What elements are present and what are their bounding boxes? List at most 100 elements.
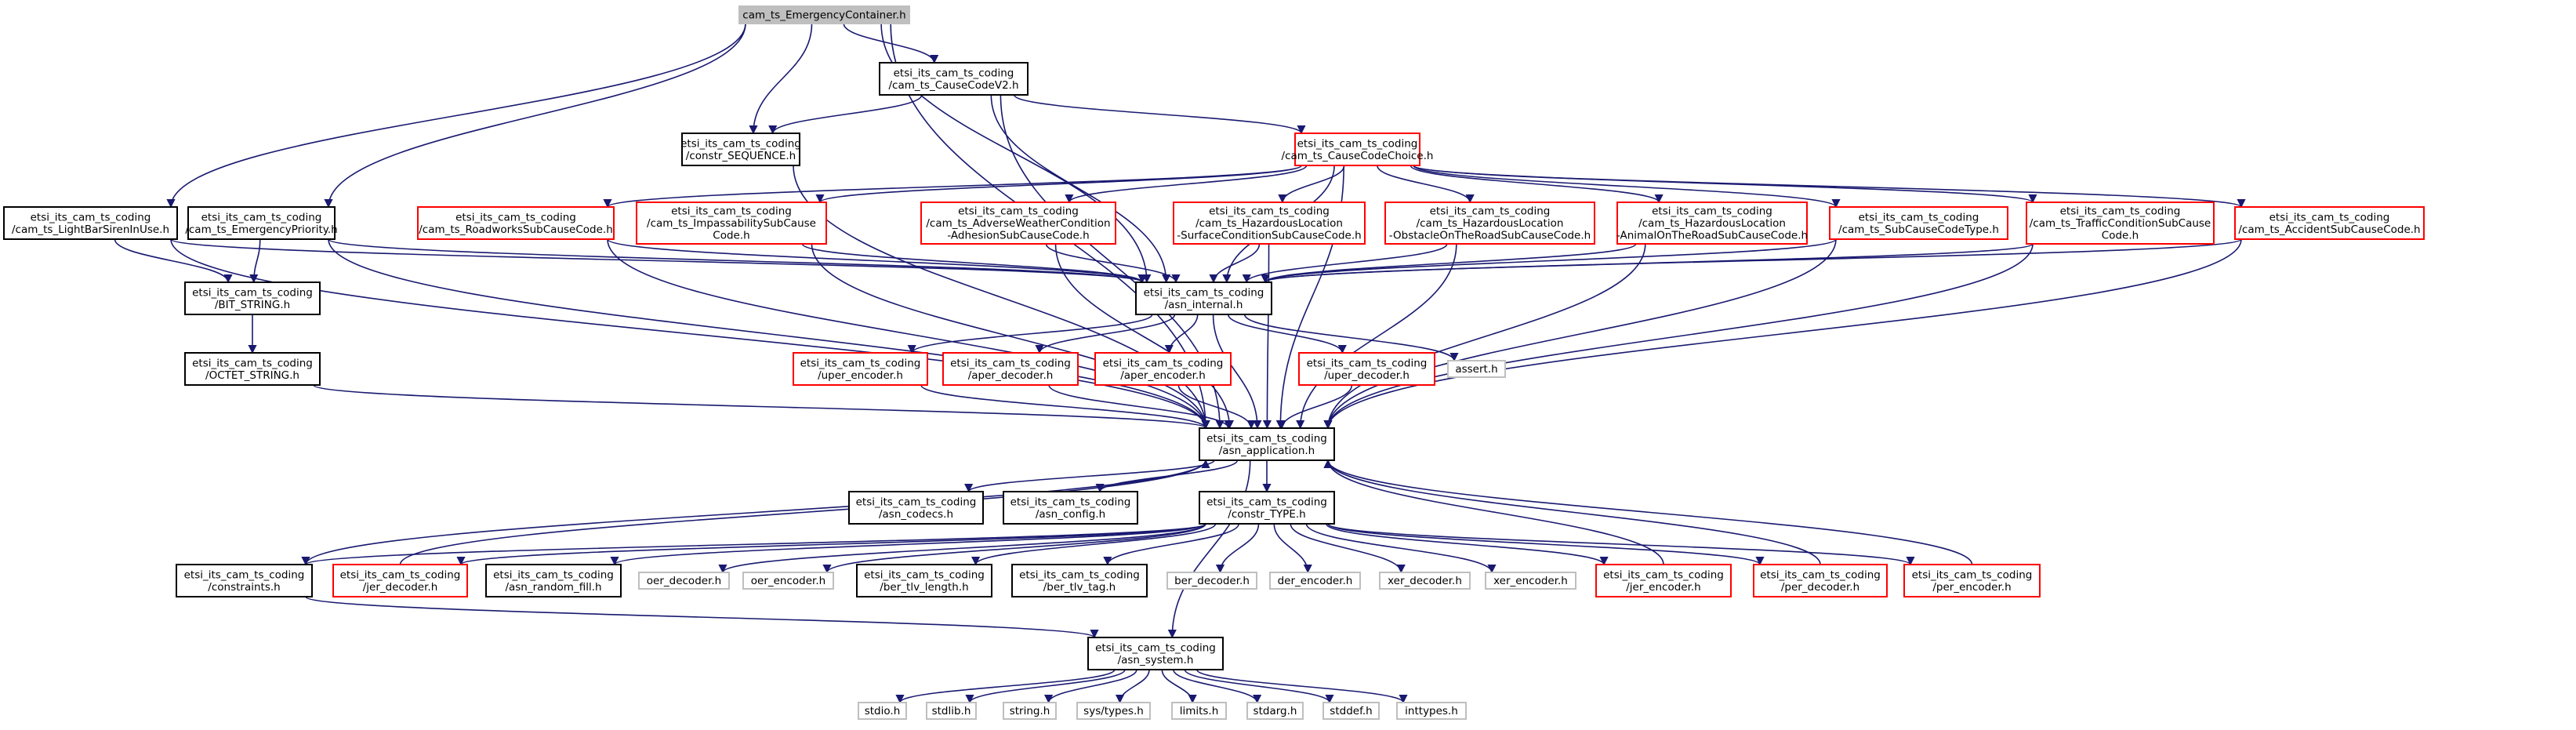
- node-asn-codecs[interactable]: etsi_its_cam_ts_coding/asn_codecs.h: [848, 491, 984, 525]
- node-box: [742, 572, 834, 590]
- node-box: [176, 564, 313, 597]
- edge-constr-type-to-ber-tlv-tag: [1103, 523, 1239, 566]
- node-asn-system[interactable]: etsi_its_cam_ts_coding/asn_system.h: [1087, 637, 1224, 670]
- node-label-line: inttypes.h: [1405, 705, 1458, 717]
- edge-lightbar-to-bit-string: [114, 238, 233, 284]
- node-label-line: /uper_decoder.h: [1324, 369, 1410, 382]
- edge-emergencypriority-to-bit-string: [249, 238, 261, 284]
- node-jer-decoder[interactable]: etsi_its_cam_ts_coding/jer_decoder.h: [332, 564, 468, 597]
- node-box: [942, 352, 1079, 386]
- edge-path: [1323, 243, 1646, 430]
- edge-path: [1184, 669, 1334, 704]
- node-hazanimal[interactable]: etsi_its_cam_ts_coding/cam_ts_HazardousL…: [1616, 202, 1808, 245]
- edge-hazsurface-to-asn-application: [1262, 243, 1272, 430]
- edge-constr-type-to-per-encoder: [1327, 523, 1915, 566]
- node-label-line: /ber_tlv_tag.h: [1043, 581, 1116, 594]
- edge-path: [1103, 523, 1239, 566]
- edge-constr-type-to-xer-encoder: [1305, 523, 1497, 574]
- node-bit-string[interactable]: etsi_its_cam_ts_coding/BIT_STRING.h: [184, 281, 321, 315]
- node-label-line: /per_decoder.h: [1781, 581, 1859, 594]
- node-label-line: stddef.h: [1330, 705, 1372, 717]
- node-causecodev2[interactable]: etsi_its_cam_ts_coding/cam_ts_CauseCodeV…: [879, 62, 1029, 96]
- node-label-line: etsi_its_cam_ts_coding: [2060, 205, 2181, 218]
- edge-path: [822, 523, 1206, 574]
- node-hazobstacle[interactable]: etsi_its_cam_ts_coding/cam_ts_HazardousL…: [1384, 202, 1595, 245]
- edge-causecodechoice-to-roadworks: [603, 165, 1302, 209]
- node-asn-config[interactable]: etsi_its_cam_ts_coding/asn_config.h: [1003, 491, 1138, 525]
- edge-constr-type-to-der-encoder: [1273, 523, 1312, 574]
- node-lightbar[interactable]: etsi_its_cam_ts_coding/cam_ts_LightBarSi…: [3, 206, 178, 240]
- edge-asn-system-to-stdlib: [965, 669, 1126, 704]
- node-aper-encoder[interactable]: etsi_its_cam_ts_coding/aper_encoder.h: [1094, 352, 1232, 386]
- node-jer-encoder[interactable]: etsi_its_cam_ts_coding/jer_encoder.h: [1595, 564, 1732, 597]
- node-ber-tlv-length[interactable]: etsi_its_cam_ts_coding/ber_tlv_length.h: [856, 564, 992, 597]
- node-subcausecodetype[interactable]: etsi_its_cam_ts_coding/cam_ts_SubCauseCo…: [1829, 206, 2008, 240]
- edge-path: [1196, 669, 1408, 704]
- node-traffic[interactable]: etsi_its_cam_ts_coding/cam_ts_TrafficCon…: [2026, 202, 2215, 245]
- node-per-encoder[interactable]: etsi_its_cam_ts_coding/per_encoder.h: [1903, 564, 2041, 597]
- edge-path: [166, 23, 746, 209]
- edge-path: [305, 596, 1099, 639]
- edge-path: [1013, 94, 1306, 135]
- node-label-line: assert.h: [1455, 363, 1497, 376]
- node-box: [1003, 702, 1057, 720]
- node-label-line: -SurfaceConditionSubCauseCode.h: [1177, 230, 1361, 242]
- node-box: [184, 281, 321, 315]
- node-per-decoder[interactable]: etsi_its_cam_ts_coding/per_decoder.h: [1753, 564, 1888, 597]
- node-box: [485, 564, 622, 597]
- edge-path: [1323, 243, 2034, 430]
- node-asn-random-fill[interactable]: etsi_its_cam_ts_coding/asn_random_fill.h: [485, 564, 622, 597]
- node-emergencypriority[interactable]: etsi_its_cam_ts_coding/cam_ts_EmergencyP…: [185, 206, 338, 240]
- edge-constr-type-to-constraints: [301, 523, 1206, 566]
- edge-jer-decoder-to-asn-application: [399, 459, 1210, 565]
- edge-asn-application-to-asn-system: [1167, 459, 1251, 639]
- edge-path: [328, 238, 1210, 430]
- node-label-line: etsi_its_cam_ts_coding: [680, 137, 801, 150]
- node-label-line: /cam_ts_ImpassabilitySubCause: [647, 217, 816, 230]
- edge-asn-internal-to-aper-decoder: [1035, 314, 1176, 354]
- node-hazsurface[interactable]: etsi_its_cam_ts_coding/cam_ts_HazardousL…: [1173, 202, 1366, 245]
- edge-causecodechoice-to-hazanimal: [1410, 165, 1664, 204]
- node-xer-encoder: xer_encoder.h: [1485, 572, 1576, 590]
- edge-constr-type-to-jer-decoder: [456, 523, 1206, 566]
- edge-asn-system-to-stddef: [1184, 669, 1334, 704]
- edge-path: [328, 238, 1147, 284]
- node-label-line: etsi_its_cam_ts_coding: [2269, 211, 2390, 223]
- node-ber-tlv-tag[interactable]: etsi_its_cam_ts_coding/ber_tlv_tag.h: [1011, 564, 1148, 597]
- node-impassability[interactable]: etsi_its_cam_ts_coding/cam_ts_Impassabil…: [636, 202, 827, 245]
- edge-path: [1410, 165, 1664, 204]
- edge-path: [1044, 669, 1137, 704]
- edge-octet-string-to-asn-application: [313, 384, 1210, 430]
- edge-path: [607, 238, 1210, 430]
- node-box: [1396, 702, 1467, 720]
- node-accident[interactable]: etsi_its_cam_ts_coding/cam_ts_AccidentSu…: [2234, 206, 2425, 240]
- node-constraints[interactable]: etsi_its_cam_ts_coding/constraints.h: [176, 564, 313, 597]
- edge-path: [1161, 669, 1197, 704]
- node-label-line: string.h: [1010, 705, 1050, 717]
- node-stdio: stdio.h: [858, 702, 907, 720]
- node-box: [184, 352, 321, 386]
- node-adverse[interactable]: etsi_its_cam_ts_coding/cam_ts_AdverseWea…: [920, 202, 1116, 245]
- node-asn-internal[interactable]: etsi_its_cam_ts_coding/asn_internal.h: [1135, 281, 1272, 315]
- edge-asn-system-to-string: [1044, 669, 1137, 704]
- node-constr-type[interactable]: etsi_its_cam_ts_coding/constr_TYPE.h: [1199, 491, 1335, 525]
- edge-path: [1261, 238, 1837, 284]
- edge-path: [1242, 243, 1448, 284]
- node-label-line: oer_decoder.h: [647, 575, 721, 587]
- node-box: [1447, 360, 1506, 378]
- node-octet-string[interactable]: etsi_its_cam_ts_coding/OCTET_STRING.h: [184, 352, 321, 386]
- edge-path: [1327, 523, 1765, 566]
- node-aper-decoder[interactable]: etsi_its_cam_ts_coding/aper_decoder.h: [942, 352, 1079, 386]
- node-uper-decoder[interactable]: etsi_its_cam_ts_coding/uper_decoder.h: [1298, 352, 1435, 386]
- node-constr-sequence[interactable]: etsi_its_cam_ts_coding/constr_SEQUENCE.h: [680, 133, 801, 166]
- edge-hazanimal-to-asn-internal: [1261, 243, 1637, 284]
- node-roadworks[interactable]: etsi_its_cam_ts_coding/cam_ts_RoadworksS…: [417, 206, 615, 240]
- node-asn-application[interactable]: etsi_its_cam_ts_coding/asn_application.h: [1199, 427, 1335, 461]
- node-uper-encoder[interactable]: etsi_its_cam_ts_coding/uper_encoder.h: [793, 352, 928, 386]
- node-causecodechoice[interactable]: etsi_its_cam_ts_coding/cam_ts_CauseCodeC…: [1282, 133, 1434, 166]
- edge-causecodechoice-to-adverse: [1065, 165, 1308, 204]
- edge-roadworks-to-asn-internal: [607, 238, 1147, 284]
- node-label-line: etsi_its_cam_ts_coding: [800, 357, 921, 369]
- node-root[interactable]: cam_ts_EmergencyContainer.h: [738, 5, 910, 24]
